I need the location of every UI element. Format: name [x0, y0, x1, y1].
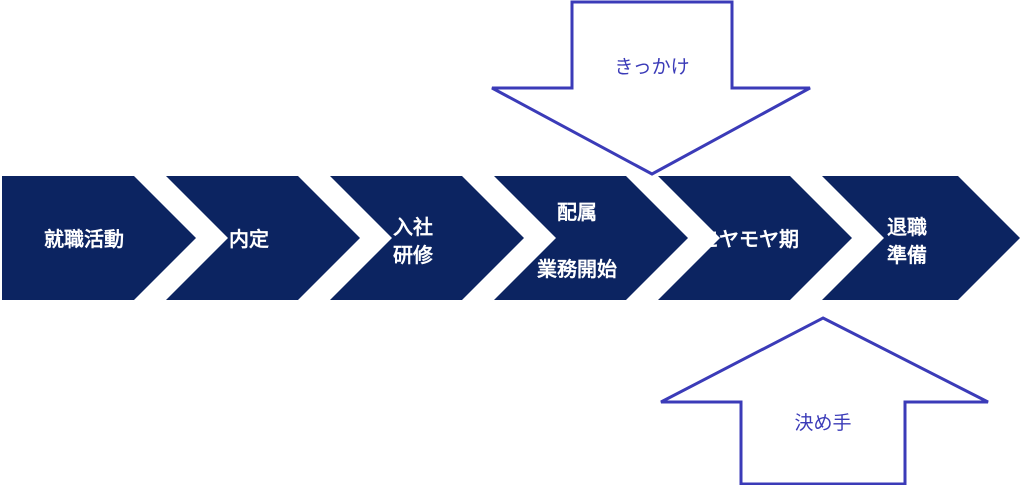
- decider-callout: 決め手: [660, 316, 989, 485]
- step-label-line-1: 入社: [393, 215, 433, 239]
- step-chevron-2: 内定: [166, 176, 360, 300]
- step-chevron-4: 配属 業務開始: [494, 176, 688, 300]
- chevron-shape: [658, 176, 852, 300]
- step-label-line-1: 配属: [557, 200, 597, 224]
- step-label-line-2: 研修: [393, 243, 434, 267]
- step-chevron-3: 入社 研修: [330, 176, 524, 300]
- step-label: 就職活動: [44, 227, 124, 251]
- step-label: 内定: [229, 227, 269, 251]
- step-label-line-2: 準備: [887, 243, 927, 267]
- step-label-line-2: 業務開始: [537, 257, 617, 281]
- trigger-callout: きっかけ: [491, 0, 811, 176]
- step-chevron-5: モヤモヤ期: [658, 176, 852, 300]
- trigger-down-arrow-icon: [491, 0, 811, 176]
- decider-up-arrow-icon: [660, 316, 989, 485]
- chevron-shape: [330, 176, 524, 300]
- step-chevron-6: 退職 準備: [822, 176, 1020, 300]
- trigger-label: きっかけ: [614, 56, 689, 78]
- step-label-line-1: 退職: [887, 215, 927, 239]
- decider-label: 決め手: [794, 412, 851, 434]
- chevron-shape: [166, 176, 360, 300]
- step-label: モヤモヤ期: [699, 227, 799, 251]
- chevron-shape: [494, 176, 688, 300]
- chevron-shape: [822, 176, 1020, 300]
- step-chevron-1: 就職活動: [2, 176, 196, 300]
- chevron-shape: [2, 176, 196, 300]
